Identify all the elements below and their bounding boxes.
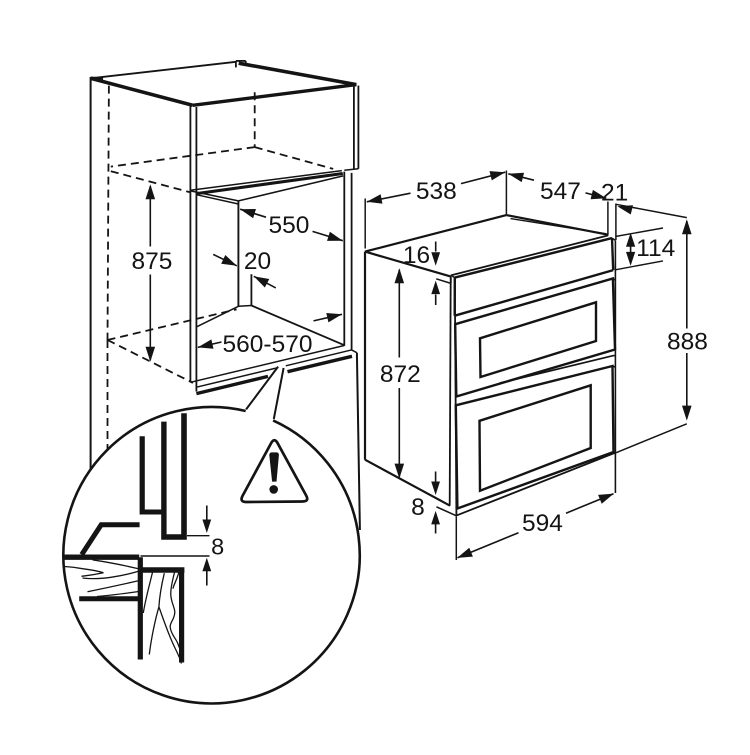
svg-text:872: 872 [380, 361, 421, 388]
svg-text:560-570: 560-570 [223, 331, 313, 358]
svg-text:547: 547 [540, 178, 581, 205]
svg-text:114: 114 [636, 235, 675, 262]
svg-text:875: 875 [132, 248, 173, 275]
svg-text:888: 888 [667, 328, 708, 355]
svg-text:550: 550 [269, 212, 310, 239]
svg-text:8: 8 [411, 494, 425, 521]
svg-text:21: 21 [601, 179, 628, 206]
svg-text:16: 16 [403, 242, 430, 269]
svg-text:8: 8 [211, 534, 224, 560]
svg-text:538: 538 [416, 178, 457, 205]
svg-text:594: 594 [522, 510, 563, 537]
svg-text:20: 20 [244, 248, 271, 275]
